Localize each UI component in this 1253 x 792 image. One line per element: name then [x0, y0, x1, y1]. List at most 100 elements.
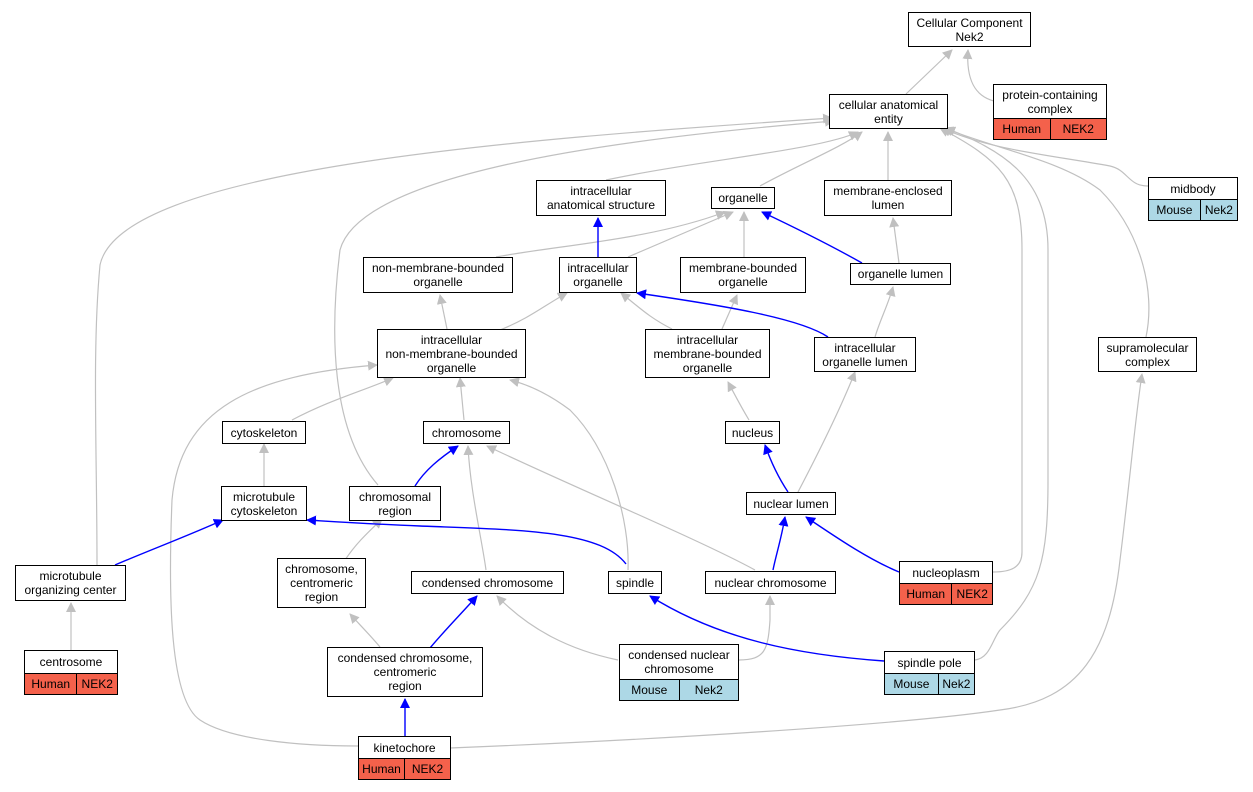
node-chromosome[interactable]: chromosome: [423, 421, 510, 444]
gene-cell: NEK2: [951, 584, 992, 604]
node-supramolecular-complex[interactable]: supramolecular complex: [1098, 337, 1197, 372]
species-cell: Mouse: [885, 674, 938, 694]
edge-nucleoplasm-to-cae: [939, 127, 1023, 573]
edge-ol-to-mel: [889, 217, 900, 264]
node-nuclear-lumen[interactable]: nuclear lumen: [746, 492, 836, 515]
node-cellular-component-root[interactable]: Cellular Component Nek2: [908, 12, 1031, 47]
edge-inmbo-to-nmbo: [436, 294, 448, 330]
node-membrane-enclosed-lumen[interactable]: membrane-enclosed lumen: [824, 180, 952, 216]
edge-chromreg-partof-chromosome: [414, 445, 459, 487]
gene-cell: NEK2: [1049, 119, 1106, 139]
gene-cell: NEK2: [404, 759, 450, 779]
edge-nucleus-to-imbo: [727, 381, 750, 421]
node-intracellular-organelle[interactable]: intracellular organelle: [559, 257, 637, 293]
edge-condchr-to-chromosome: [463, 445, 487, 571]
edge-kinetochore-to-smc: [449, 373, 1146, 749]
edge-chromosome-to-inmbo: [455, 377, 466, 421]
gene-cell: Nek2: [1199, 200, 1237, 220]
edge-spindlepole-partof-spindle: [649, 595, 885, 662]
node-organelle[interactable]: organelle: [711, 187, 775, 209]
edge-cnc-to-nucchr: [738, 595, 775, 661]
node-label: kinetochore: [373, 740, 436, 755]
edge-imbo-to-io: [620, 292, 673, 330]
edge-organelle-to-cae: [759, 131, 863, 187]
node-intracellular-non-membrane-bounded-organelle[interactable]: intracellular non-membrane-bounded organ…: [377, 329, 526, 378]
node-nuclear-chromosome[interactable]: nuclear chromosome: [705, 571, 836, 594]
edge-pcc-to-root: [962, 49, 995, 102]
edge-spindlepole-to-cae: [945, 126, 1049, 661]
node-organelle-lumen[interactable]: organelle lumen: [850, 263, 951, 285]
edge-ol-partof-organelle: [761, 211, 863, 264]
edge-cnc-to-condchr: [496, 595, 619, 661]
gene-cell: Nek2: [937, 674, 974, 694]
edge-spindle-partof-mtc: [306, 515, 627, 565]
edge-cae-to-root: [905, 49, 953, 95]
annotation-row: Mouse Nek2: [1149, 199, 1237, 220]
species-cell: Human: [900, 584, 952, 604]
gene-cell: NEK2: [76, 674, 117, 694]
node-chromosomal-region[interactable]: chromosomal region: [349, 486, 441, 521]
edge-chromreg-to-cae: [334, 116, 835, 486]
edge-nuclumen-partof-nucleus: [763, 444, 789, 493]
species-cell: Human: [359, 759, 404, 779]
node-microtubule-organizing-center[interactable]: microtubule organizing center: [15, 565, 126, 601]
node-kinetochore[interactable]: kinetochore Human NEK2: [358, 736, 451, 780]
node-condensed-chromosome[interactable]: condensed chromosome: [411, 571, 564, 594]
node-microtubule-cytoskeleton[interactable]: microtubule cytoskeleton: [221, 486, 307, 521]
edge-iol-to-ol: [874, 286, 896, 338]
edge-nucchr-to-chromosome: [486, 445, 756, 571]
edge-iol-partof-io: [636, 289, 829, 338]
node-condensed-nuclear-chromosome[interactable]: condensed nuclear chromosome Mouse Nek2: [619, 644, 739, 701]
species-cell: Human: [994, 119, 1050, 139]
node-non-membrane-bounded-organelle[interactable]: non-membrane-bounded organelle: [363, 257, 513, 293]
node-intracellular-membrane-bounded-organelle[interactable]: intracellular membrane-bounded organelle: [645, 329, 770, 378]
species-cell: Human: [25, 674, 77, 694]
node-cytoskeleton[interactable]: cytoskeleton: [222, 421, 306, 444]
node-centrosome[interactable]: centrosome Human NEK2: [24, 650, 118, 695]
edge-nucleoplasm-partof-nuclumen: [805, 516, 900, 573]
node-label: protein-containing complex: [1002, 87, 1098, 116]
node-label: nucleoplasm: [912, 565, 980, 580]
node-chromosome-centromeric-region[interactable]: chromosome, centromeric region: [277, 558, 366, 608]
edge-kinetochore-to-inmbo: [169, 360, 378, 747]
node-label: spindle pole: [897, 655, 962, 670]
annotation-row: Human NEK2: [25, 673, 117, 694]
edge-cccr-to-ccr: [349, 613, 381, 648]
edge-ias-to-cae: [605, 131, 859, 181]
node-label: condensed nuclear chromosome: [628, 648, 730, 676]
node-condensed-chromosome-centromeric-region[interactable]: condensed chromosome, centromeric region: [327, 647, 483, 697]
edge-io-to-organelle: [627, 210, 734, 258]
edge-nucchr-partof-nuclumen: [772, 516, 789, 571]
node-cellular-anatomical-entity[interactable]: cellular anatomical entity: [829, 94, 948, 129]
annotation-row: Human NEK2: [359, 758, 450, 779]
annotation-row: Human NEK2: [900, 583, 992, 604]
node-nucleoplasm[interactable]: nucleoplasm Human NEK2: [899, 561, 993, 605]
node-spindle[interactable]: spindle: [608, 571, 662, 594]
edge-nuclumen-to-iol: [797, 371, 857, 493]
edge-imbo-to-mbo: [721, 294, 738, 330]
node-label: centrosome: [39, 655, 103, 669]
node-protein-containing-complex[interactable]: protein-containing complex Human NEK2: [993, 84, 1107, 140]
annotation-row: Human NEK2: [994, 118, 1106, 139]
node-spindle-pole[interactable]: spindle pole Mouse Nek2: [884, 651, 975, 695]
edge-cccr-partof-condchr: [429, 595, 478, 649]
edge-midbody-to-cae: [941, 127, 1149, 187]
edge-smc-to-cae: [943, 126, 1150, 338]
edge-mtoc-partof-mtc: [114, 519, 224, 566]
node-midbody[interactable]: midbody Mouse Nek2: [1148, 177, 1238, 221]
species-cell: Mouse: [620, 680, 679, 700]
edge-spindle-to-inmbo: [509, 377, 629, 571]
node-nucleus[interactable]: nucleus: [725, 421, 780, 444]
edge-inmbo-to-io: [499, 292, 568, 331]
node-intracellular-anatomical-structure[interactable]: intracellular anatomical structure: [536, 180, 666, 216]
annotation-row: Mouse Nek2: [885, 673, 974, 694]
edge-ccr-to-chromreg: [344, 518, 383, 561]
node-membrane-bounded-organelle[interactable]: membrane-bounded organelle: [680, 257, 806, 293]
edge-cytoskeleton-to-inmbo: [291, 376, 394, 421]
species-cell: Mouse: [1149, 200, 1200, 220]
node-label: midbody: [1170, 181, 1216, 196]
gene-cell: Nek2: [678, 680, 738, 700]
edge-nmbo-to-organelle: [495, 210, 726, 258]
node-intracellular-organelle-lumen[interactable]: intracellular organelle lumen: [814, 337, 916, 372]
